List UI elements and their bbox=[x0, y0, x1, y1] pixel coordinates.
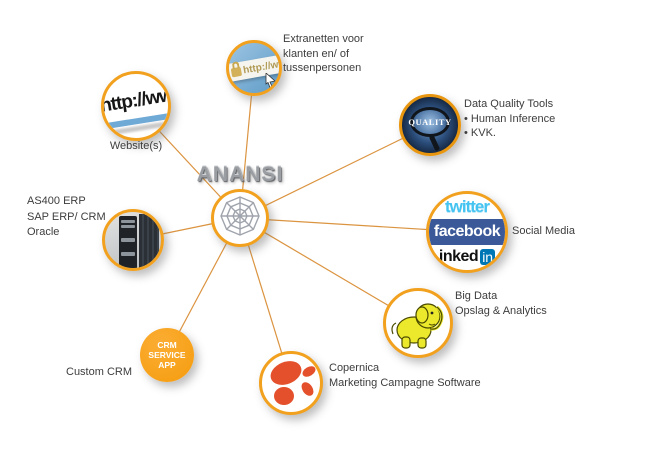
cursor-icon bbox=[265, 73, 276, 88]
label-data-quality: Data Quality Tools • Human Inference • K… bbox=[464, 98, 556, 139]
label-big-data: Big Data Opslag & Analytics bbox=[455, 290, 547, 317]
hadoop-elephant-icon bbox=[391, 303, 444, 349]
server-tower-icon bbox=[139, 214, 159, 268]
copernica-logo-blob bbox=[267, 356, 305, 390]
node-as400-erp bbox=[102, 209, 164, 271]
node-websites: http://www bbox=[101, 71, 171, 141]
node-big-data bbox=[383, 288, 453, 358]
node-social-media: twitter facebook inked in bbox=[426, 191, 508, 273]
node-copernica bbox=[259, 351, 323, 415]
magnifier-icon: QUALITY bbox=[408, 107, 452, 137]
node-data-quality: QUALITY bbox=[399, 94, 461, 156]
copernica-logo-blob bbox=[274, 387, 294, 405]
spider-web-icon bbox=[215, 190, 265, 247]
facebook-logo: facebook bbox=[429, 219, 505, 245]
hub-node-anansi bbox=[211, 189, 269, 247]
node-extranet: http://www bbox=[226, 40, 282, 96]
crm-icon-text: CRM bbox=[157, 340, 177, 350]
url-text-icon: http://www bbox=[101, 82, 171, 117]
label-custom-crm: Custom CRM bbox=[66, 366, 133, 378]
crm-icon-text: SERVICE bbox=[148, 350, 186, 360]
magnifier-handle bbox=[428, 134, 441, 152]
node-custom-crm: CRM SERVICE APP bbox=[140, 328, 194, 382]
twitter-logo: twitter bbox=[445, 196, 490, 216]
padlock-icon bbox=[230, 66, 243, 77]
copernica-logo-blob bbox=[299, 379, 316, 399]
label-social-media: Social Media bbox=[512, 225, 575, 237]
copernica-logo-blob bbox=[300, 364, 318, 379]
label-extranet: Extranetten voor klanten en/ of tussenpe… bbox=[283, 33, 364, 74]
diagram-title: ANANSI bbox=[196, 163, 284, 186]
label-websites: Website(s) bbox=[109, 140, 163, 152]
label-as400-erp: AS400 ERP SAP ERP/ CRM Oracle bbox=[27, 195, 106, 238]
crm-icon-text: APP bbox=[158, 360, 176, 370]
quality-text: QUALITY bbox=[408, 117, 452, 127]
label-copernica: Copernica Marketing Campagne Software bbox=[329, 362, 481, 389]
